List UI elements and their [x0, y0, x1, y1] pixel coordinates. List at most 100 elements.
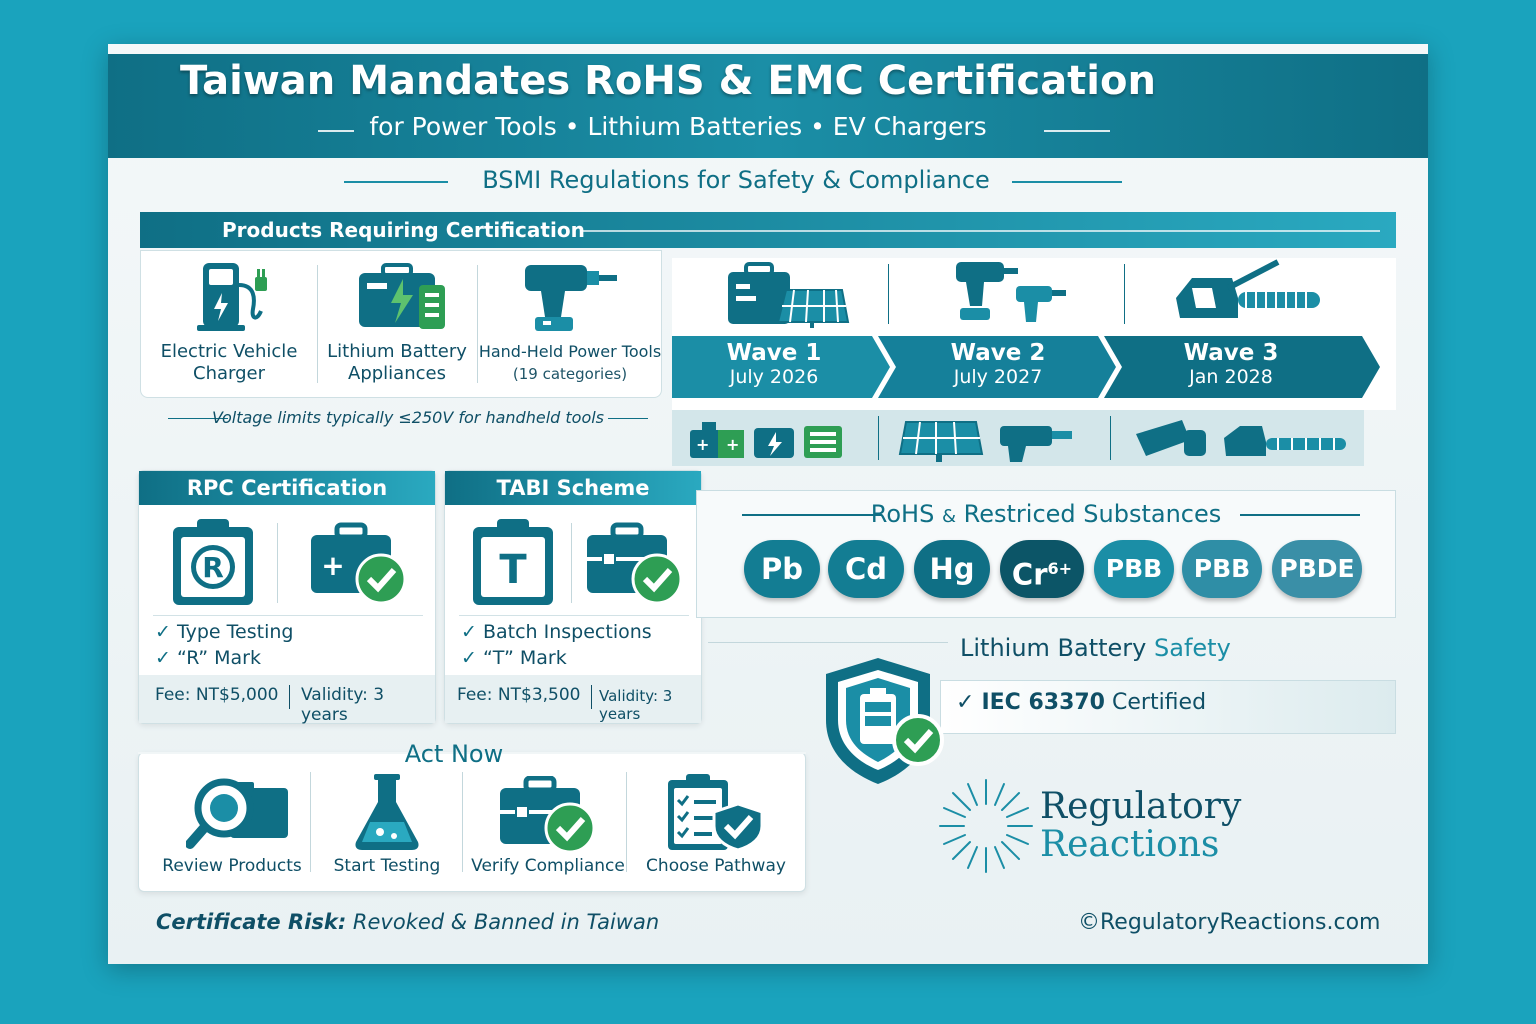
- rpc-mark-letter: R: [202, 551, 224, 584]
- lithium-rule: [708, 642, 948, 643]
- svg-text:+: +: [321, 549, 344, 582]
- check-icon: ✓: [956, 690, 975, 715]
- rohs-title-amp: &: [941, 506, 956, 527]
- wave-2-icon: [956, 262, 1066, 322]
- lithium-title: Lithium Battery Safety: [960, 634, 1231, 662]
- voltage-rule-right: [608, 418, 648, 419]
- substance-cr-superscript: 6+: [1047, 559, 1073, 578]
- subtitle-rule-left: [318, 130, 354, 132]
- tabi-check-text: “T” Mark: [482, 647, 567, 669]
- ev-charger-icon: [197, 263, 267, 331]
- act-divider: [462, 772, 463, 872]
- rohs-title: RoHS & Restriced Substances: [696, 500, 1396, 528]
- svg-text:+: +: [726, 435, 739, 454]
- risk-text: Revoked & Banned in Taiwan: [352, 910, 660, 934]
- product-label-line1: Electric Vehicle: [160, 341, 298, 362]
- substance-cd: Cd: [828, 540, 904, 598]
- lithium-title-rest: Safety: [1154, 634, 1231, 662]
- verified-briefcase-icon: [500, 776, 596, 854]
- lithium-title-bold: Lithium Battery: [960, 634, 1147, 662]
- battery-briefcase-icon: [359, 263, 445, 329]
- page-subtitle: for Power Tools • Lithium Batteries • EV…: [369, 112, 987, 141]
- product-power-tools: Hand-Held Power Tools (19 categories): [477, 251, 663, 399]
- chainsaw-icons: [1136, 420, 1346, 456]
- wave-date: Jan 2028: [1189, 366, 1273, 388]
- rpc-fee-divider: [289, 685, 290, 709]
- product-divider: [317, 265, 318, 383]
- approved-briefcase-icon: +: [311, 522, 407, 605]
- infographic-card: Taiwan Mandates RoHS & EMC Certification…: [108, 44, 1428, 964]
- lithium-cert: ✓ IEC 63370 Certified: [956, 690, 1206, 715]
- brand-logo-text: Regulatory Reactions: [1040, 788, 1241, 864]
- check-icon: ✓: [461, 647, 477, 669]
- wave-3-label: Wave 3 Jan 2028: [1136, 340, 1326, 388]
- checklist-shield-icon: [668, 774, 764, 852]
- r-mark-clipboard-icon: R: [173, 519, 253, 605]
- copyright-link[interactable]: ©RegulatoryReactions.com: [1078, 910, 1381, 935]
- lithium-cert-rest: Certified: [1112, 690, 1207, 715]
- header-banner: [108, 54, 1428, 158]
- rpc-fee: Fee: NT$5,000: [155, 685, 279, 705]
- rpc-check-text: Type Testing: [176, 621, 294, 643]
- bsmi-rule-right: [1012, 181, 1122, 183]
- tabi-mark-letter: T: [499, 547, 527, 593]
- battery-shield-icon: [826, 658, 944, 784]
- magnifier-folder-icon: [186, 778, 288, 849]
- wave-timeline-band: [672, 336, 1380, 398]
- sunburst-logo-icon: [939, 779, 1033, 873]
- tabi-fee-divider: [591, 685, 592, 709]
- act-now-title: Act Now: [404, 740, 504, 768]
- action-label: Verify Compliance: [471, 856, 625, 876]
- t-mark-clipboard-icon: T: [473, 519, 553, 605]
- wave-3-icon: [1176, 259, 1320, 318]
- wave-date: July 2026: [729, 366, 819, 388]
- substance-hg: Hg: [914, 540, 990, 598]
- wave-date: July 2027: [953, 366, 1043, 388]
- certificate-risk: Certificate Risk: Revoked & Banned in Ta…: [156, 910, 659, 934]
- voltage-note: Voltage limits typically ≤250V for handh…: [211, 408, 605, 427]
- tabi-title: TABI Scheme: [445, 471, 701, 505]
- substance-cr6: Cr6+: [1000, 540, 1084, 598]
- wave-name: Wave 2: [950, 340, 1046, 366]
- product-label-line2: Appliances: [348, 363, 446, 384]
- brand-line1: Regulatory: [1040, 786, 1242, 827]
- wave-1-label: Wave 1 July 2026: [674, 340, 874, 388]
- rpc-fee-bar: [139, 675, 435, 723]
- risk-label: Certificate Risk:: [156, 910, 347, 934]
- product-label-line1: Hand-Held Power Tools: [478, 342, 662, 361]
- products-section-title: Products Requiring Certification: [222, 218, 585, 242]
- wave-1-icon: [728, 262, 850, 328]
- action-label: Review Products: [162, 856, 302, 876]
- substance-cr-symbol: Cr: [1011, 557, 1048, 592]
- wave-2-label: Wave 2 July 2027: [898, 340, 1098, 388]
- page-title: Taiwan Mandates RoHS & EMC Certification: [180, 58, 1156, 104]
- brand-line2: Reactions: [1040, 824, 1220, 865]
- tabi-divider: [571, 523, 572, 603]
- tabi-check-1: ✓ Batch Inspections: [461, 621, 652, 643]
- bsmi-rule-left: [344, 181, 448, 183]
- substance-pbb-2: PBB: [1182, 540, 1262, 598]
- bsmi-heading: BSMI Regulations for Safety & Compliance: [482, 166, 990, 194]
- action-label: Choose Pathway: [646, 856, 786, 876]
- rpc-title: RPC Certification: [139, 471, 435, 505]
- act-divider: [626, 772, 627, 872]
- voltage-rule-left: [168, 418, 228, 419]
- solar-drill-icons: [898, 421, 1072, 462]
- act-divider: [310, 772, 311, 872]
- wave-name: Wave 3: [1183, 340, 1279, 366]
- tabi-panel: TABI Scheme T ✓ Batch Inspections ✓ “T” …: [444, 470, 702, 724]
- product-label-line1: Lithium Battery: [327, 341, 467, 362]
- check-icon: ✓: [155, 647, 171, 669]
- rohs-rule-right: [1240, 514, 1360, 516]
- battery-pack-icons: + +: [690, 422, 842, 458]
- subtitle-rule-right: [1044, 130, 1110, 132]
- approved-briefcase-icon: [587, 522, 683, 605]
- strip-divider: [1110, 416, 1111, 460]
- wave-divider: [888, 264, 889, 324]
- rpc-check-2: ✓ “R” Mark: [155, 647, 261, 669]
- rpc-rule: [153, 615, 423, 616]
- rpc-divider: [277, 523, 278, 603]
- product-label-line2: (19 categories): [512, 365, 628, 383]
